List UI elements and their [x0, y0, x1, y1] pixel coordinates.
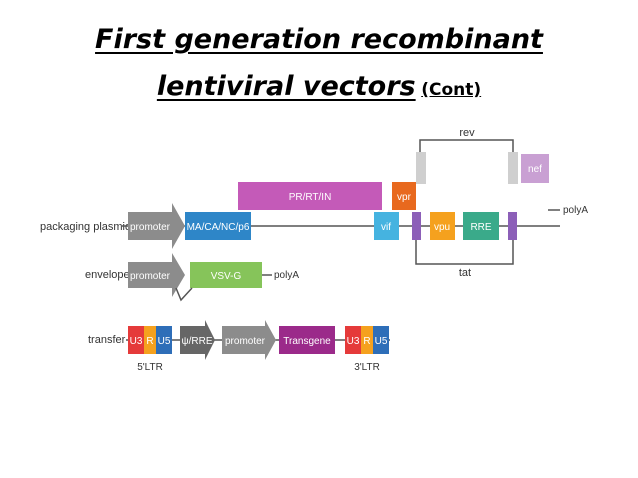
envelope-splice-mark: [175, 287, 193, 302]
vpr-label: vpr: [397, 192, 412, 203]
u5-5-segment: [156, 326, 172, 354]
polya-label-2: polyA: [274, 270, 299, 281]
vpr-segment: [392, 182, 416, 210]
envelope-promoter: [128, 253, 185, 297]
title-line-2: lentiviral vectors: [156, 71, 416, 102]
rre-segment: [463, 212, 499, 240]
rev-bracket: [419, 139, 514, 152]
tat-label: tat: [459, 267, 471, 279]
tat-exon-1: [412, 212, 421, 240]
row-label-transfer: transfer: [88, 334, 126, 346]
vpu-label: vpu: [434, 222, 450, 233]
rev-bracket-line: [419, 139, 514, 152]
r-5-segment: [144, 326, 156, 354]
u3-3-segment: [345, 326, 361, 354]
u3-5-label: U3: [130, 336, 143, 347]
u3-5-segment: [128, 326, 144, 354]
vsvg-label: VSV-G: [211, 271, 242, 282]
envelope-promoter-label: promoter: [130, 271, 171, 282]
r-3-label: R: [363, 336, 370, 347]
vif-segment: [374, 212, 399, 240]
rev-exon-2: [508, 152, 518, 184]
r-3-segment: [361, 326, 373, 354]
row-label-envelope: envelope: [85, 269, 130, 281]
rev-exon-1: [416, 152, 426, 184]
u5-5-label: U5: [158, 336, 171, 347]
packaging-promoter: [128, 203, 185, 249]
slide-title: First generation recombinant lentiviral …: [0, 18, 638, 112]
title-cont: (Cont): [421, 80, 482, 100]
vif-label: vif: [381, 222, 391, 233]
gag-segment: [185, 212, 251, 240]
transgene-label: Transgene: [283, 336, 331, 347]
u3-3-label: U3: [347, 336, 360, 347]
pol-segment: [238, 182, 382, 210]
vpu-segment: [430, 212, 455, 240]
gag-segment-label: MA/CA/NC/p6: [187, 222, 250, 233]
transgene-segment: [279, 326, 335, 354]
ltr3-label: 3'LTR: [354, 362, 380, 373]
packaging-promoter-label: promoter: [130, 222, 171, 233]
rre-label: RRE: [470, 222, 491, 233]
transfer-promoter: [222, 320, 276, 360]
nef-label: nef: [528, 164, 542, 175]
nef-segment: [521, 154, 549, 183]
psi-rre-label: ψ/RRE: [181, 336, 212, 347]
ltr5-label: 5'LTR: [137, 362, 163, 373]
tat-bracket: [415, 240, 514, 265]
title-line-1: First generation recombinant: [95, 24, 543, 55]
polya-label-1: polyA: [563, 205, 588, 216]
tat-exon-2: [508, 212, 517, 240]
r-5-label: R: [146, 336, 153, 347]
pol-segment-label: PR/RT/IN: [289, 192, 332, 203]
transfer-promoter-label: promoter: [225, 336, 266, 347]
row-label-packaging: packaging plasmid: [40, 221, 131, 233]
vsvg-segment: [190, 262, 262, 288]
rev-label: rev: [459, 127, 475, 139]
u5-3-label: U5: [375, 336, 388, 347]
u5-3-segment: [373, 326, 389, 354]
psi-rre-segment: [180, 320, 215, 360]
tat-bracket-line: [415, 240, 514, 265]
